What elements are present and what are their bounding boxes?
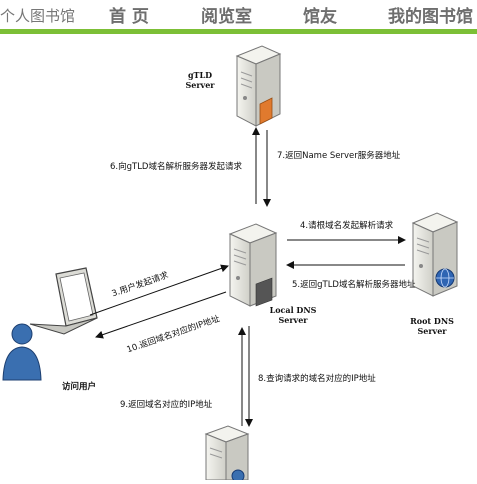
gtld-server-icon	[235, 45, 282, 127]
step7-label: 7.返回Name Server服务器地址	[277, 151, 401, 161]
local-dns-server-icon	[228, 223, 278, 307]
step6-label: 6.向gTLD域名解析服务器发起请求	[110, 162, 242, 172]
nav-friends[interactable]: 馆友	[303, 7, 337, 27]
nav-reading-room[interactable]: 阅览室	[201, 7, 252, 27]
root-dns-server-icon	[411, 212, 459, 297]
arrow-step3	[89, 264, 229, 316]
laptop-icon	[29, 267, 98, 335]
arrow-step10	[95, 291, 227, 339]
site-title[interactable]: 个人图书馆	[0, 7, 76, 25]
step8-label: 8.查询请求的域名对应的IP地址	[258, 374, 376, 384]
authoritative-server-icon	[204, 425, 250, 483]
step5-label: 5.返回gTLD域名解析服务器地址	[292, 280, 416, 290]
nav-accent-bar	[0, 29, 477, 34]
user-icon	[2, 323, 42, 381]
user-label: 访问用户	[62, 382, 97, 392]
nav-home[interactable]: 首 页	[109, 7, 149, 27]
step9-label: 9.返回域名对应的IP地址	[120, 400, 213, 410]
nav-my-library[interactable]: 我的图书馆	[388, 7, 473, 27]
top-nav: 个人图书馆 首 页 阅览室 馆友 我的图书馆	[0, 0, 477, 29]
step4-label: 4.请根域名发起解析请求	[300, 221, 394, 231]
